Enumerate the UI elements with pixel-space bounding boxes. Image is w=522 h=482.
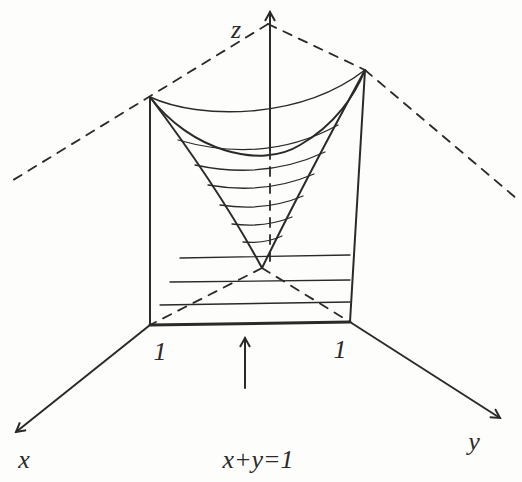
axis-label: x <box>18 447 30 473</box>
axis-label: z <box>231 17 241 43</box>
line-equation: x+y=1 <box>222 447 293 473</box>
axis-label: y <box>468 429 480 455</box>
tick-number: 1 <box>154 339 167 365</box>
tick-number: 1 <box>334 337 347 363</box>
